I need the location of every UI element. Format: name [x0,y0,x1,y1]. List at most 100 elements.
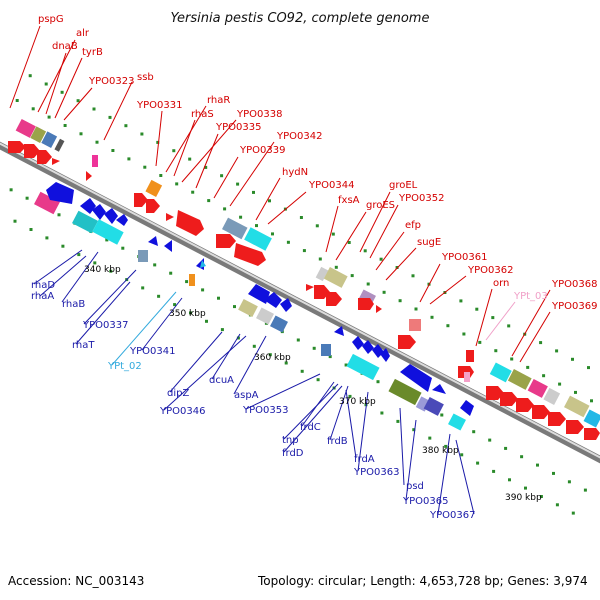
gene-feature[interactable] [448,413,466,431]
gene-feature[interactable] [116,214,128,226]
gene-feature[interactable] [400,364,432,392]
gene-label-YPO0352[interactable]: YPO0352 [398,193,444,204]
gene-label-YPO0346[interactable]: YPO0346 [159,406,205,417]
gene-feature[interactable] [564,395,590,418]
gene-feature[interactable] [216,234,236,248]
gene-feature[interactable] [489,362,512,383]
gene-feature[interactable] [238,298,258,318]
gene-label-YPO0341[interactable]: YPO0341 [129,346,175,357]
gene-feature[interactable] [30,126,47,143]
gene-feature[interactable] [134,193,148,207]
gene-feature[interactable] [37,150,52,164]
gene-label-frdA[interactable]: frdA [354,454,375,465]
gene-feature[interactable] [164,240,172,252]
gene-label-efp[interactable]: efp [405,220,421,231]
gene-label-YPO0338[interactable]: YPO0338 [236,109,282,120]
gene-feature[interactable] [543,387,561,405]
gene-feature[interactable] [432,384,446,394]
gene-label-YPO0367[interactable]: YPO0367 [429,510,475,521]
gene-label-frdB[interactable]: frdB [327,436,348,447]
gene-feature[interactable] [92,219,124,245]
gene-feature[interactable] [464,372,470,382]
gene-feature[interactable] [315,266,329,282]
gene-label-ssb[interactable]: ssb [137,72,154,83]
gene-feature[interactable] [376,305,382,313]
gene-label-aspA[interactable]: aspA [234,390,259,401]
gene-feature[interactable] [146,199,160,213]
gene-feature[interactable] [176,210,204,236]
gene-feature[interactable] [148,236,158,246]
gene-feature[interactable] [460,400,474,416]
gene-feature[interactable] [270,315,288,333]
gene-feature[interactable] [321,344,331,356]
gene-label-frdD[interactable]: frdD [282,448,304,459]
gene-label-dcuA[interactable]: dcuA [209,375,234,386]
gene-feature[interactable] [86,171,92,181]
gene-label-rhaT[interactable]: rhaT [72,340,95,351]
gene-feature[interactable] [362,340,374,354]
gene-label-groES[interactable]: groES [366,200,395,211]
gene-feature[interactable] [548,412,566,426]
gene-feature[interactable] [566,420,584,434]
gene-feature[interactable] [398,335,416,349]
gene-feature[interactable] [34,191,60,215]
gene-label-YPO0342[interactable]: YPO0342 [276,131,322,142]
gene-feature[interactable] [46,182,74,204]
gene-feature[interactable] [234,243,266,266]
gene-label-groEL[interactable]: groEL [389,180,418,191]
gene-feature[interactable] [388,378,422,406]
gene-feature[interactable] [138,250,148,262]
gene-feature[interactable] [15,118,36,138]
gene-feature[interactable] [486,386,504,400]
gene-feature[interactable] [72,210,98,234]
gene-feature[interactable] [323,267,348,288]
gene-label-YPO0337[interactable]: YPO0337 [82,320,128,331]
gene-label-frdC[interactable]: frdC [300,422,321,433]
gene-label-rhaR[interactable]: rhaR [207,95,230,106]
gene-feature[interactable] [466,350,474,362]
gene-label-sugE[interactable]: sugE [417,237,441,248]
gene-label-YPt_02[interactable]: YPt_02 [107,361,142,372]
gene-feature[interactable] [280,298,292,312]
gene-label-psd[interactable]: psd [406,481,424,492]
gene-label-YPO0369[interactable]: YPO0369 [551,301,597,312]
gene-feature[interactable] [256,307,274,325]
gene-feature[interactable] [380,348,390,362]
gene-label-hydN[interactable]: hydN [282,167,308,178]
gene-feature[interactable] [189,274,195,286]
gene-label-pspG[interactable]: pspG [38,14,64,25]
gene-label-YPO0323[interactable]: YPO0323 [88,76,134,87]
gene-feature[interactable] [92,155,98,167]
gene-feature[interactable] [584,428,600,440]
gene-label-YPO0361[interactable]: YPO0361 [441,252,487,263]
gene-feature[interactable] [527,378,548,398]
gene-feature[interactable] [200,260,206,268]
gene-feature[interactable] [346,353,380,381]
gene-label-YPO0339[interactable]: YPO0339 [239,145,285,156]
gene-feature[interactable] [500,392,518,406]
gene-feature[interactable] [244,227,272,251]
gene-feature[interactable] [516,398,534,412]
gene-feature[interactable] [145,179,163,197]
gene-label-YPO0365[interactable]: YPO0365 [402,496,448,507]
gene-label-dipZ[interactable]: dipZ [167,388,189,399]
gene-label-rhaB[interactable]: rhaB [62,299,85,310]
gene-feature[interactable] [306,284,314,291]
gene-label-tnp[interactable]: tnp [282,435,299,446]
gene-feature[interactable] [222,217,248,240]
gene-feature[interactable] [248,284,270,304]
gene-feature[interactable] [423,396,444,416]
gene-feature[interactable] [334,326,344,336]
gene-feature[interactable] [409,319,421,331]
gene-feature[interactable] [54,138,65,152]
gene-feature[interactable] [104,208,118,224]
gene-feature[interactable] [41,131,58,148]
gene-label-fxsA[interactable]: fxsA [338,195,360,206]
gene-label-orn[interactable]: orn [493,278,509,289]
gene-feature[interactable] [583,409,600,428]
gene-feature[interactable] [352,336,364,350]
gene-label-YPO0353[interactable]: YPO0353 [242,405,288,416]
gene-feature[interactable] [52,158,60,165]
gene-feature[interactable] [8,141,26,153]
gene-feature[interactable] [92,204,106,220]
